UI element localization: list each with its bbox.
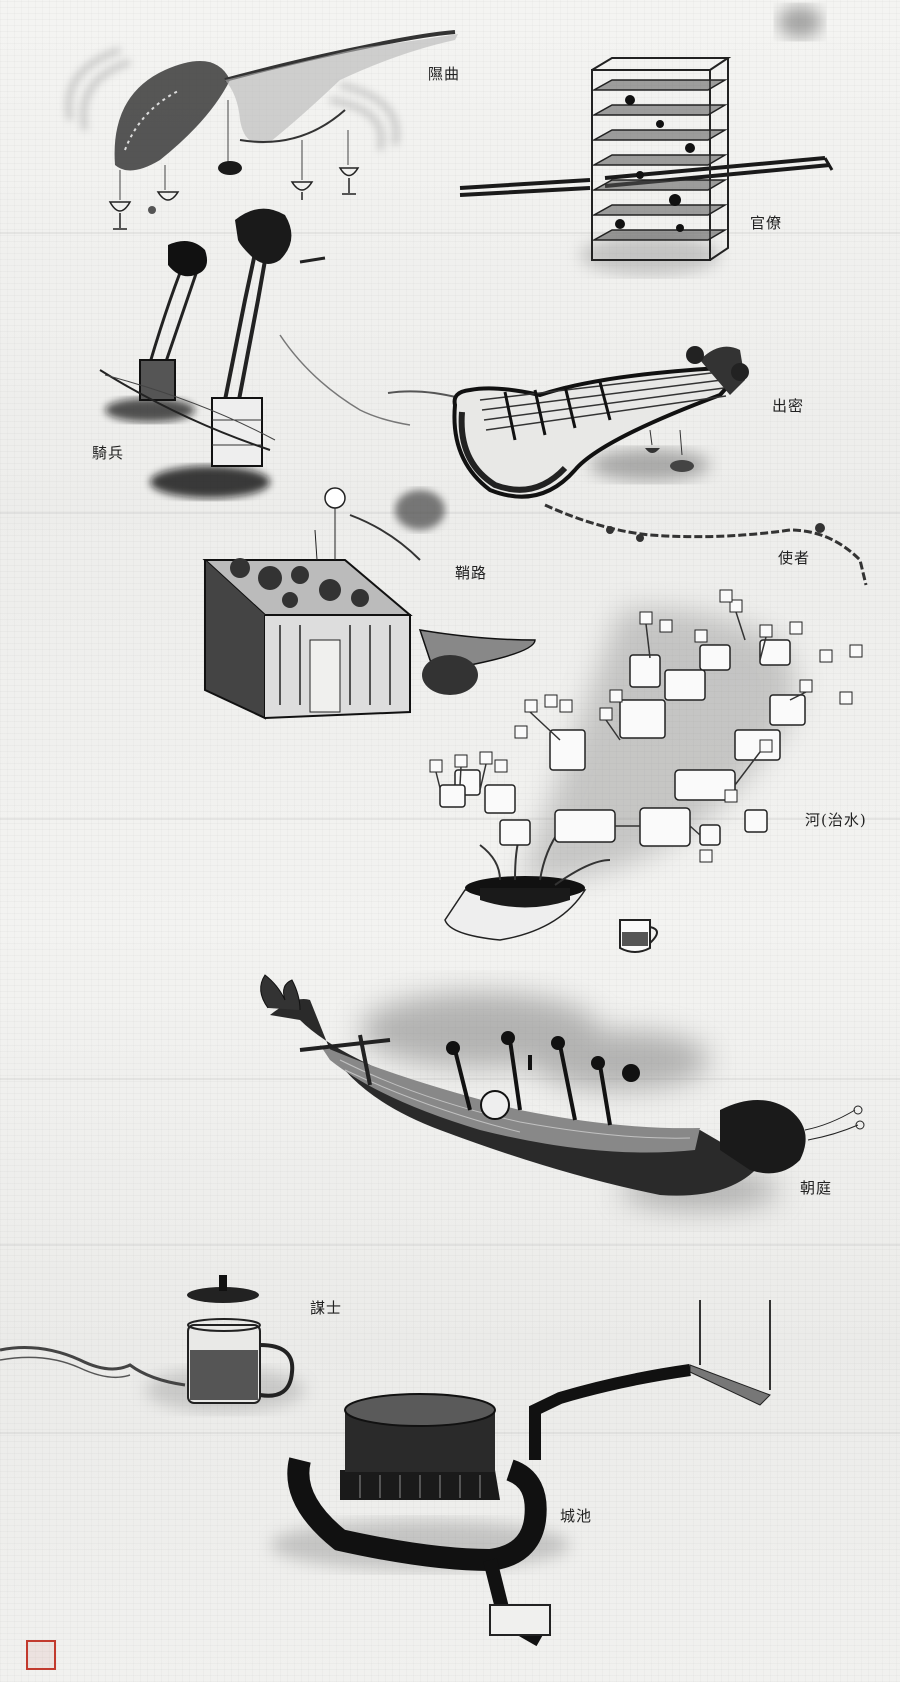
bird-mobile-drawing — [65, 30, 458, 230]
label-xinglu: 鞘路 — [455, 564, 488, 582]
label-he: 河(治水) — [805, 811, 867, 829]
paper-fold — [0, 1078, 900, 1080]
label-qibing: 騎兵 — [92, 444, 125, 462]
label-guanliao: 官僚 — [750, 214, 783, 232]
shelf-tower-drawing — [459, 57, 834, 275]
erhu-instruments-drawing — [99, 208, 411, 498]
label-chengchi: 城池 — [560, 1507, 593, 1525]
pipa-lute-drawing — [387, 346, 868, 586]
paper-fold — [0, 1244, 900, 1246]
ink-blot — [778, 6, 822, 38]
paper-fold — [0, 818, 900, 820]
label-jishi: 隰曲 — [428, 65, 461, 83]
red-seal-stamp — [26, 1640, 56, 1670]
label-chaoting: 朝庭 — [800, 1179, 833, 1197]
paper-fold — [0, 512, 900, 514]
fortress-drawing — [270, 1300, 771, 1647]
table-bowls-drawing — [202, 487, 536, 720]
label-moushi: 謀士 — [310, 1299, 343, 1317]
mug-drawing — [0, 1275, 305, 1412]
label-shizhe: 使者 — [778, 549, 811, 567]
dragon-boat-drawing — [260, 974, 865, 1210]
paper-fold — [0, 232, 900, 234]
label-chumi: 出密 — [772, 397, 805, 415]
river-pipes-drawing — [429, 589, 863, 953]
